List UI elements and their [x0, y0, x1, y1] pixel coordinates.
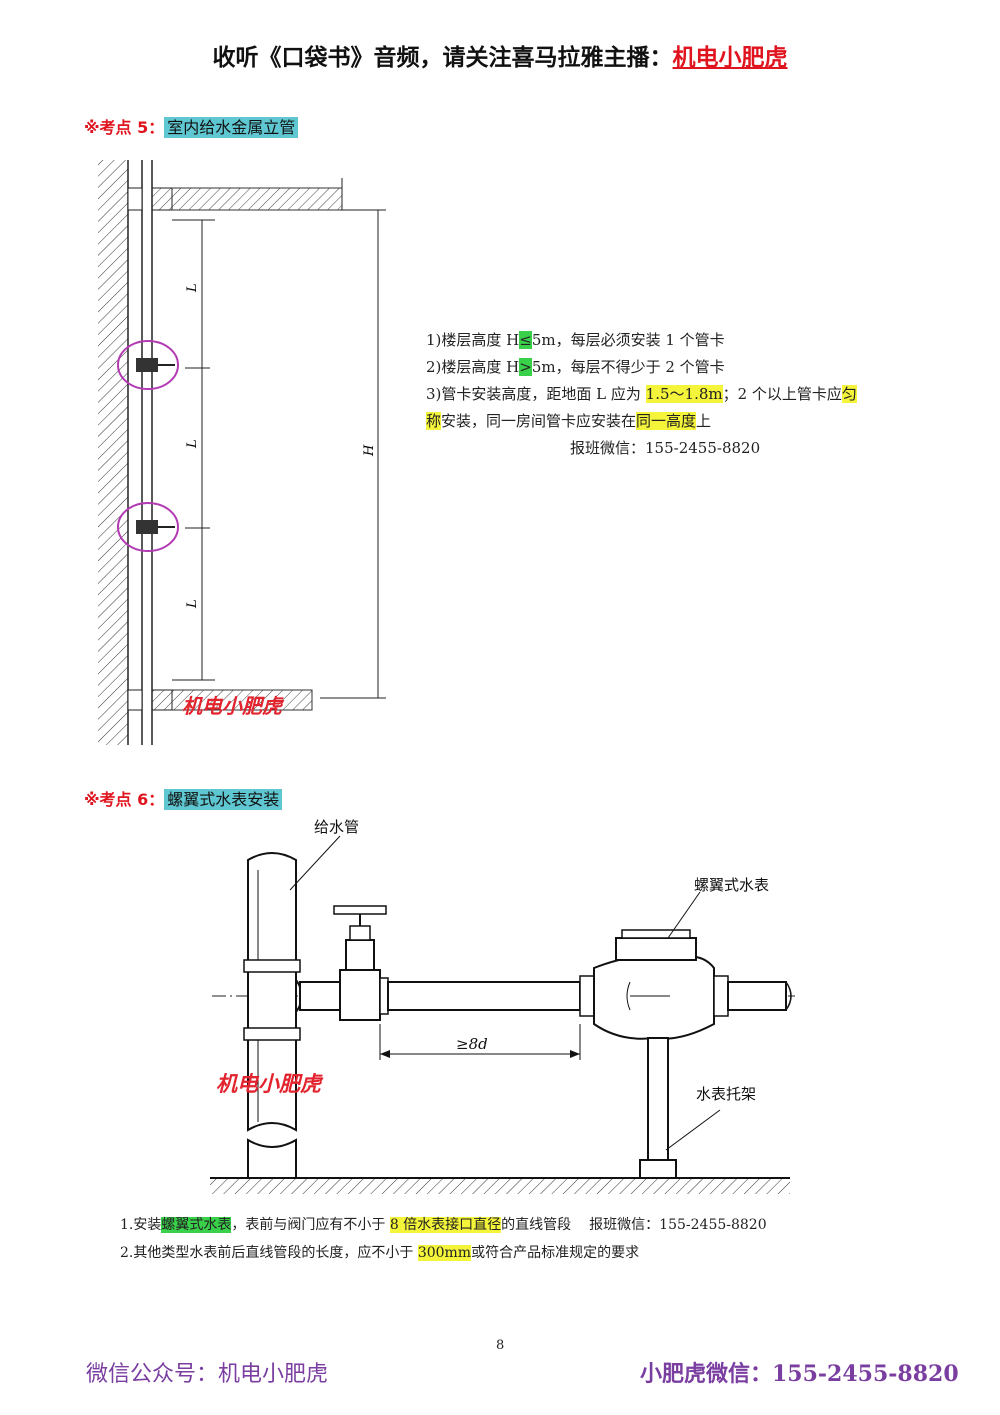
- clamp-highlight-circle: [117, 502, 179, 552]
- dim-8d: ≥8d: [456, 1035, 488, 1053]
- point5-marker: ※考点 5：: [84, 118, 165, 137]
- label-meter-support: 水表托架: [696, 1085, 757, 1103]
- point5-heading: ※考点 5：室内给水金属立管: [84, 114, 299, 138]
- point5-notes: 1)楼层高度 H≤5m，每层必须安装 1 个管卡 2)楼层高度 H>5m，每层不…: [426, 327, 946, 462]
- meter-note-1: 1.安装螺翼式水表，表前与阀门应有不小于 8 倍水表接口直径的直线管段报班微信：…: [120, 1217, 767, 1233]
- dim-H: H: [362, 444, 377, 457]
- pipe-clamp-2: [117, 502, 179, 552]
- watermark-1: 机电小肥虎: [182, 694, 282, 718]
- point5-title: 室内给水金属立管: [164, 117, 299, 138]
- point6-title: 螺翼式水表安装: [164, 789, 283, 810]
- label-supply-pipe: 给水管: [314, 818, 360, 836]
- dim-L-1: L: [185, 283, 200, 293]
- page-header: 收听《口袋书》音频，请关注喜马拉雅主播：机电小肥虎: [0, 38, 1000, 72]
- water-meter: [579, 929, 729, 1040]
- meter-diagram: ≥8d: [210, 835, 795, 1194]
- note-line-3: 3)管卡安装高度，距地面 L 应为 1.5～1.8m；2 个以上管卡应匀: [426, 385, 857, 403]
- header-text: 收听《口袋书》音频，请关注喜马拉雅主播：: [212, 45, 673, 71]
- meter-support: [639, 1037, 677, 1179]
- riser-diagram: L L L H: [98, 160, 386, 745]
- clamp-highlight-circle: [117, 340, 179, 390]
- watermark-2: 机电小肥虎: [216, 1072, 321, 1096]
- pipe-clamp-1: [117, 340, 179, 390]
- header-highlight: 机电小肥虎: [672, 45, 788, 71]
- point6-marker: ※考点 6：: [84, 790, 165, 809]
- meter-note-2: 2.其他类型水表前后直线管段的长度，应不小于 300mm或符合产品标准规定的要求: [120, 1245, 640, 1261]
- note-line-2: 2)楼层高度 H>5m，每层不得少于 2 个管卡: [426, 358, 725, 376]
- point6-heading: ※考点 6：螺翼式水表安装: [84, 786, 283, 810]
- label-water-meter: 螺翼式水表: [694, 876, 770, 894]
- point6-notes: 1.安装螺翼式水表，表前与阀门应有不小于 8 倍水表接口直径的直线管段报班微信：…: [120, 1211, 950, 1267]
- page-number: 8: [496, 1338, 505, 1353]
- footer-right: 小肥虎微信：155-2455-8820: [640, 1361, 959, 1387]
- note-line-1: 1)楼层高度 H≤5m，每层必须安装 1 个管卡: [426, 331, 725, 349]
- ground: [210, 1178, 790, 1194]
- note-line-4: 称安装，同一房间管卡应安装在同一高度上: [426, 412, 712, 430]
- dim-L-3: L: [185, 599, 200, 609]
- contact-line: 报班微信：155-2455-8820: [570, 439, 761, 457]
- footer-left: 微信公众号：机电小肥虎: [86, 1362, 329, 1387]
- supply-pipe: [243, 852, 301, 1179]
- straight-pipe: [387, 981, 581, 1011]
- upper-slab: [171, 187, 343, 211]
- dim-L-2: L: [185, 439, 200, 449]
- gate-valve: [333, 905, 389, 1021]
- wall: [98, 160, 128, 745]
